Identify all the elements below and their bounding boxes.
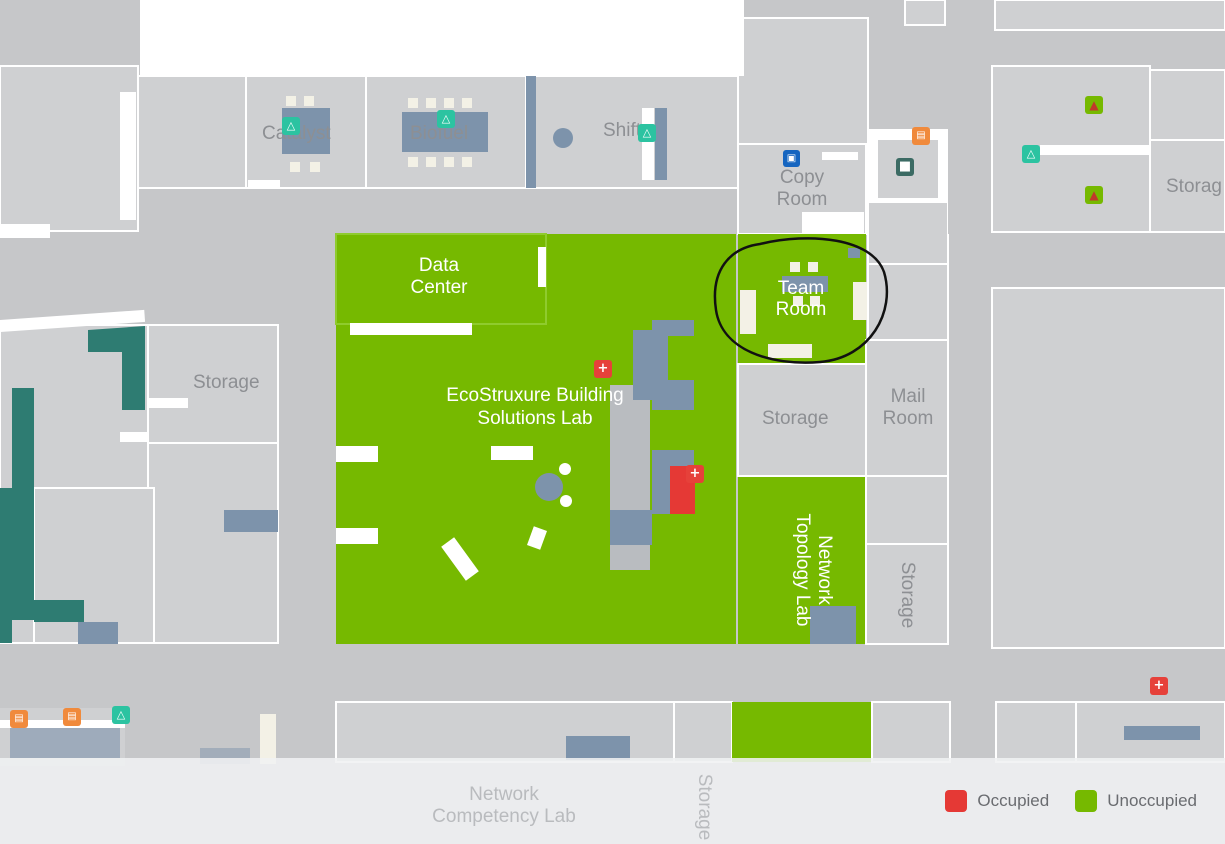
room-label-network-topology: Network Topology Lab <box>791 490 835 650</box>
first-aid-icon[interactable]: + <box>1150 677 1168 695</box>
restroom-icon[interactable]: ▲ <box>1085 96 1103 114</box>
blank-overlay <box>140 0 744 76</box>
elevator-icon[interactable]: △ <box>112 706 130 724</box>
room-label-storage-mid: Storage <box>762 408 829 429</box>
room-label-storage-vertical: Storage <box>897 561 918 629</box>
room-label-data-center: Data <box>418 255 460 276</box>
room-label-network-topology-2: Topology Lab <box>792 513 813 627</box>
room-label-team: Team <box>777 278 825 299</box>
room-storage-mid <box>737 363 867 477</box>
first-aid-icon[interactable]: + <box>686 465 704 483</box>
legend-label-unoccupied: Unoccupied <box>1107 791 1197 810</box>
room-storage-vertical <box>865 543 949 645</box>
elevator-icon[interactable]: △ <box>1022 145 1040 163</box>
room-label-copy: Copy <box>779 167 825 188</box>
legend-panel <box>0 758 1225 844</box>
legend: Occupied Unoccupied <box>939 790 1203 812</box>
room-label-data-center-2: Center <box>410 277 468 298</box>
room-catalyst-left <box>137 75 247 189</box>
room-label-storage-left: Storage <box>193 372 260 393</box>
restroom-icon[interactable]: ■ <box>896 158 914 176</box>
room-label-network-competency-2: Competency Lab <box>432 806 576 827</box>
printer-icon[interactable]: ▤ <box>63 708 81 726</box>
elevator-icon[interactable]: △ <box>437 110 455 128</box>
first-aid-icon[interactable]: + <box>594 360 612 378</box>
restroom-icon[interactable]: ▲ <box>1085 186 1103 204</box>
legend-item-unoccupied[interactable]: Unoccupied <box>1069 790 1203 812</box>
room-label-mail: Mail <box>890 386 926 407</box>
room-label-team-2: Room <box>775 299 827 320</box>
room-mail <box>865 339 949 477</box>
room-label-network-topology-1: Network <box>814 535 835 605</box>
room-label-network-competency: Network <box>469 784 539 805</box>
room-label-shift: Shift <box>603 120 642 141</box>
room-label-biofuel: Biofuel <box>410 123 469 144</box>
elevator-icon[interactable]: △ <box>282 117 300 135</box>
occupied-swatch <box>945 790 968 812</box>
room-storage-top-right <box>1149 139 1225 233</box>
room-data-center <box>335 233 547 325</box>
room-label-copy-2: Room <box>776 189 828 210</box>
room-label-lab: EcoStruxure Building <box>446 385 624 406</box>
room-label-storage-bottom: Storage <box>694 773 715 841</box>
room-label-mail-2: Room <box>882 408 934 429</box>
room-label-storage-top-right: Storag <box>1166 176 1222 197</box>
elevator-icon[interactable]: △ <box>638 124 656 142</box>
copier-icon[interactable]: ▣ <box>783 150 800 167</box>
annotation-circle <box>713 237 889 364</box>
legend-label-occupied: Occupied <box>977 791 1050 810</box>
room-storage-left <box>147 324 279 444</box>
printer-icon[interactable]: ▤ <box>912 127 930 145</box>
room-top-left <box>0 65 139 232</box>
printer-icon[interactable]: ▤ <box>10 710 28 728</box>
legend-item-occupied[interactable]: Occupied <box>939 790 1055 812</box>
room-label-lab-2: Solutions Lab <box>477 408 593 429</box>
unoccupied-swatch <box>1075 790 1098 812</box>
